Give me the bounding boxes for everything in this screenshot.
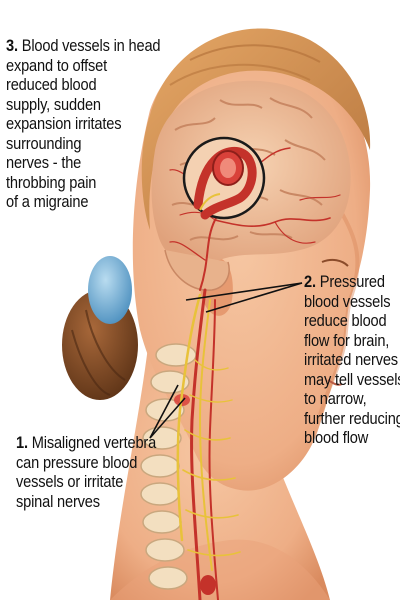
caption-3-line-3: supply, sudden <box>6 94 101 114</box>
caption-2-line-7: further reducing <box>304 408 400 428</box>
caption-1-line-0: 1. Misaligned vertebra <box>16 433 156 453</box>
caption-1-text-0: Misaligned vertebra <box>31 433 157 452</box>
leader-line-1a <box>149 384 179 439</box>
caption-3-line-4: expansion irritates <box>6 114 122 133</box>
caption-3: 3. Blood vessels in head expand to offse… <box>6 36 161 212</box>
leader-line-2a <box>185 282 303 301</box>
caption-3-number: 3. <box>6 36 18 55</box>
caption-3-text-0: Blood vessels in head <box>21 36 161 55</box>
caption-1-line-3: spinal nerves <box>16 491 100 511</box>
caption-2-line-5: may tell vessels <box>304 369 400 389</box>
caption-3-line-1: expand to offset <box>6 55 108 75</box>
caption-2-line-4: irritated nerves <box>304 350 398 369</box>
hair <box>141 28 371 230</box>
caption-1-line-2: vessels or irritate <box>16 472 124 491</box>
caption-2-line-8: blood flow <box>304 428 369 447</box>
caption-3-line-6: nerves - the <box>6 153 82 172</box>
caption-2-line-1: blood vessels <box>304 291 391 311</box>
caption-2: 2. Pressured blood vessels reduce blood … <box>304 272 400 448</box>
caption-2-line-3: flow for brain, <box>304 330 390 350</box>
leader-line-2b <box>205 282 303 313</box>
caption-2-line-2: reduce blood <box>304 311 387 330</box>
caption-1: 1. Misaligned vertebra can pressure bloo… <box>16 433 156 511</box>
caption-2-line-0: 2. Pressured <box>304 272 400 292</box>
caption-3-line-7: throbbing pain <box>6 172 97 192</box>
caption-2-line-6: to narrow, <box>304 389 367 408</box>
hair-band-icon <box>88 256 132 324</box>
caption-3-line-8: of a migraine <box>6 192 89 211</box>
spine-icon <box>140 343 197 590</box>
caption-1-number: 1. <box>16 433 28 452</box>
leader-line-1b <box>149 397 186 439</box>
leader-lines <box>149 282 303 439</box>
caption-2-number: 2. <box>304 272 316 291</box>
caption-3-line-5: surrounding <box>6 133 82 153</box>
caption-2-text-0: Pressured <box>319 272 385 291</box>
caption-3-line-0: 3. Blood vessels in head <box>6 36 161 56</box>
neck-vessels <box>176 288 241 600</box>
caption-3-line-2: reduced blood <box>6 75 97 94</box>
vessel-magnifier-icon <box>182 136 266 220</box>
vertebra-icon <box>140 343 197 590</box>
caption-1-line-1: can pressure blood <box>16 452 138 472</box>
